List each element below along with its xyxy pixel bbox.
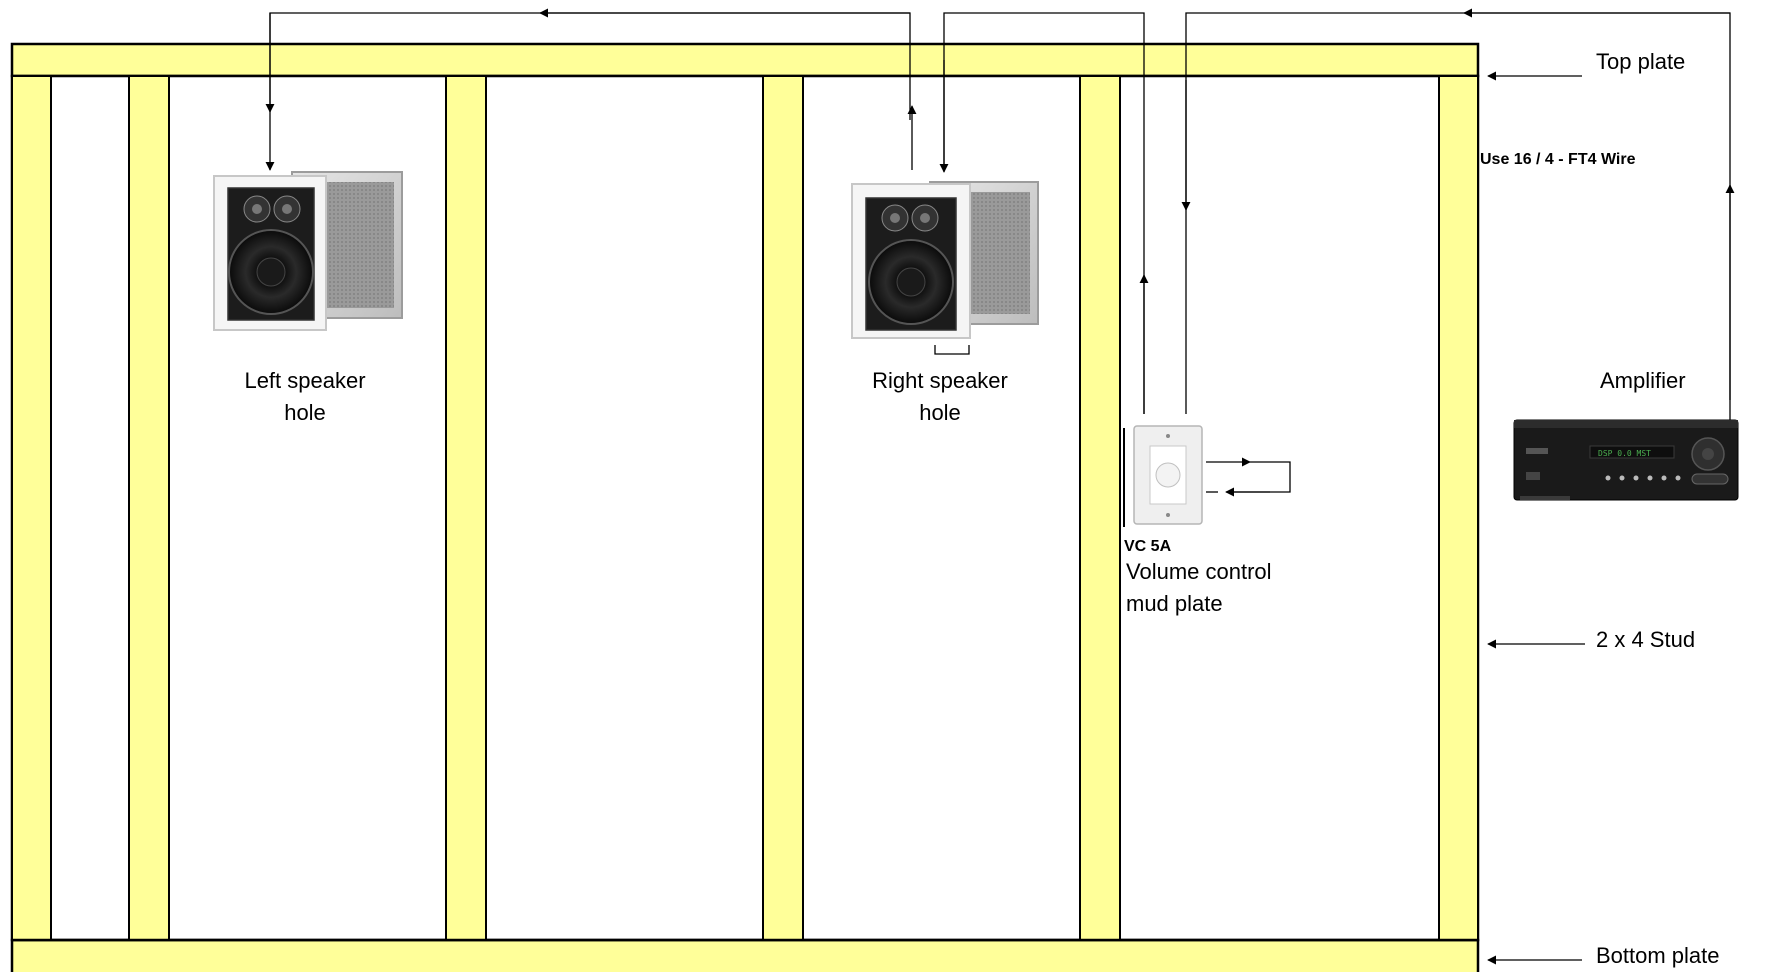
stud [1438,75,1479,941]
stud [445,75,487,941]
top-plate [10,42,1480,78]
stud [11,75,52,941]
left-speaker-icon [213,171,403,331]
svg-text:DSP 0.0 MST: DSP 0.0 MST [1598,449,1651,458]
vc-model-label: VC 5A [1124,538,1172,555]
amplifier-label: Amplifier [1600,368,1686,393]
right-speaker-icon [851,181,1039,339]
top-plate-label: Top plate [1596,49,1686,74]
left-speaker-label-line1: Left speaker [244,368,366,393]
wire-type-label: Use 16 / 4 - FT4 Wire [1480,151,1636,168]
bottom-plate-label: Bottom plate [1596,943,1720,968]
stud [128,75,170,941]
speaker-wiring [265,8,1735,527]
vc-label-line1: Volume control [1126,559,1272,584]
volume-control-icon [1133,425,1203,525]
amplifier-icon: DSP 0.0 MST [1513,419,1739,501]
stud [1079,75,1121,941]
stud-label: 2 x 4 Stud [1596,627,1696,652]
vc-label-line2: mud plate [1126,591,1223,616]
right-speaker-label-line2: hole [919,400,961,425]
right-speaker-label: Right speaker hole [840,365,1040,429]
left-speaker-label-line2: hole [284,400,326,425]
vc-label: Volume control mud plate [1126,556,1272,620]
bracket [934,345,970,355]
right-speaker-label-line1: Right speaker [872,368,1008,393]
bottom-plate [10,938,1480,972]
callout-arrows [1487,71,1585,965]
stud [762,75,804,941]
left-speaker-label: Left speaker hole [210,365,400,429]
